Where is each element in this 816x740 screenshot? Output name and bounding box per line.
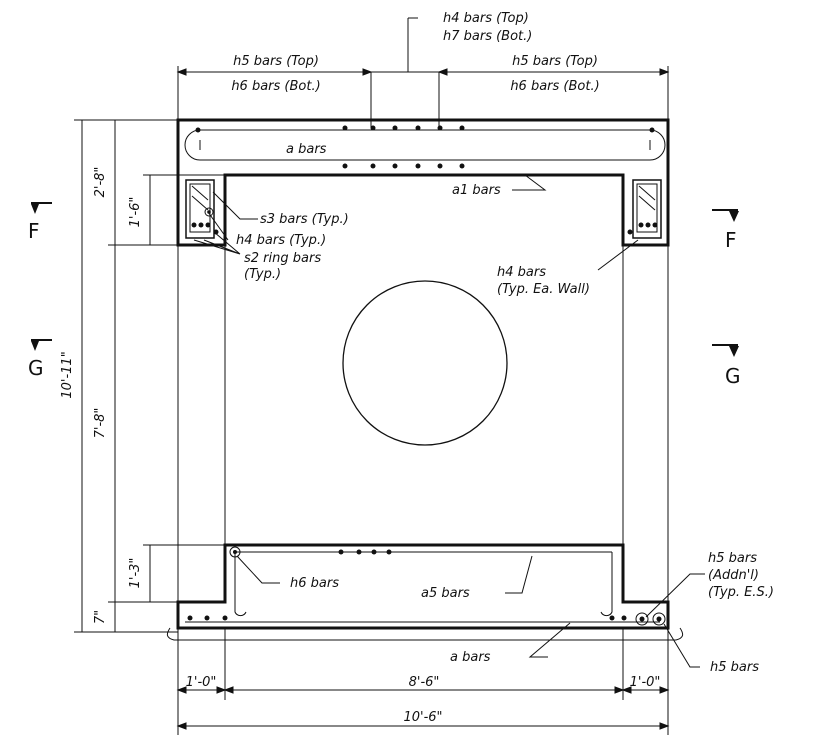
label-h4-top: h4 bars (Top) [443, 11, 529, 26]
label-h5-addnl: h5 bars [708, 551, 757, 566]
dim-1-6: 1'-6" [128, 197, 143, 228]
label-h7-bot: h7 bars (Bot.) [443, 29, 532, 44]
top-slab-reinforcement [184, 125, 666, 169]
label-s3-bars: s3 bars (Typ.) [260, 212, 349, 227]
label-addnl: (Addn'l) [708, 568, 759, 583]
label-s2-typ: (Typ.) [244, 267, 281, 282]
label-a-bars-bottom: a bars [450, 650, 491, 665]
dim-bottom-mid: 8'-6" [409, 675, 440, 690]
label-h6-bot-left: h6 bars (Bot.) [231, 79, 320, 94]
dim-bottom-total: 10'-6" [403, 710, 442, 725]
label-a5-bars: a5 bars [421, 586, 470, 601]
label-h5-bars-bottom: h5 bars [710, 660, 759, 675]
section-g-left-label: G [28, 356, 44, 380]
label-h6-bot-right: h6 bars (Bot.) [510, 79, 599, 94]
section-f-right-label: F [725, 228, 737, 252]
dim-7-in: 7" [93, 610, 108, 624]
right-haunch-ring-bars [627, 179, 662, 239]
label-a-bars-top: a bars [286, 142, 327, 157]
section-f-left-label: F [28, 219, 40, 243]
left-haunch-ring-bars [185, 179, 219, 239]
dim-bottom-right: 1'-0" [630, 675, 661, 690]
label-s2-ring: s2 ring bars [244, 251, 321, 266]
label-h5-top-right: h5 bars (Top) [512, 54, 598, 69]
pipe-opening [342, 280, 508, 446]
section-g-right-label: G [725, 364, 741, 388]
section-g-right-arrow [712, 344, 739, 357]
label-h4-typ: h4 bars (Typ.) [236, 233, 326, 248]
dimension-lines [74, 17, 670, 735]
dim-7-8: 7'-8" [93, 408, 108, 439]
dim-1-3: 1'-3" [128, 558, 143, 589]
label-h4-wall: h4 bars [497, 265, 546, 280]
section-f-right-arrow [712, 209, 739, 222]
section-g-left-arrow [31, 339, 52, 351]
leader-lines [193, 174, 705, 668]
label-h5-top-left: h5 bars (Top) [233, 54, 319, 69]
label-typ-es: (Typ. E.S.) [708, 585, 774, 600]
label-a1-bars: a1 bars [452, 183, 501, 198]
dim-bottom-left: 1'-0" [186, 675, 217, 690]
bottom-slab-reinforcement [185, 546, 666, 626]
section-f-left-arrow [31, 202, 52, 214]
label-h6-bars: h6 bars [290, 576, 339, 591]
label-h4-wall-typ: (Typ. Ea. Wall) [497, 282, 590, 297]
dim-2-8: 2'-8" [93, 167, 108, 198]
culvert-outline [166, 118, 684, 641]
dim-10-11: 10'-11" [60, 351, 75, 398]
